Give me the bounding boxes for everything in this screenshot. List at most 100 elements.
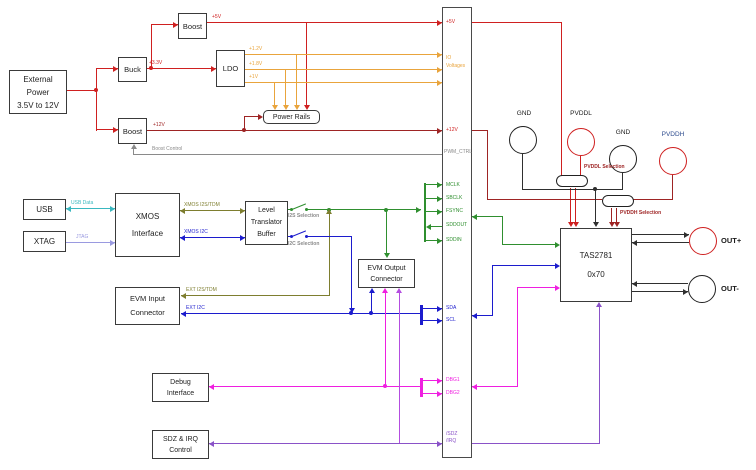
wire xyxy=(307,209,421,211)
wire xyxy=(329,212,331,296)
pvddh-selection-jumper[interactable] xyxy=(602,195,634,207)
arrow xyxy=(240,235,245,241)
pvddh-jack[interactable] xyxy=(659,147,687,175)
wire-switch-blade[interactable] xyxy=(291,230,307,238)
arrow xyxy=(294,105,300,110)
gnd-left-label: GND xyxy=(516,110,532,117)
arrow xyxy=(609,222,615,227)
out-positive-jack[interactable] xyxy=(689,227,717,255)
block-label: Interface xyxy=(166,389,195,397)
arrow xyxy=(66,206,71,212)
wire-label-1v2: +1.2V xyxy=(249,46,263,52)
wire-label-xmos-i2c: XMOS I2C xyxy=(184,229,208,235)
wire xyxy=(599,306,601,444)
wire-label-ext-i2c: EXT I2C xyxy=(186,305,205,311)
wire xyxy=(472,443,600,445)
wire-switch-blade[interactable] xyxy=(291,203,307,211)
label-line: I2S xyxy=(288,213,296,219)
block-label: XMOS xyxy=(135,212,160,221)
wire xyxy=(430,226,442,228)
block-evm-input-connector: EVM Input Connector xyxy=(115,287,180,325)
gnd-left-jack[interactable] xyxy=(509,126,537,154)
wire xyxy=(492,265,555,267)
arrow xyxy=(304,105,310,110)
wire xyxy=(422,393,442,395)
wire xyxy=(180,237,245,239)
block-usb: USB xyxy=(23,199,66,220)
wire xyxy=(472,315,493,317)
arrow xyxy=(437,318,442,324)
wire xyxy=(633,199,673,201)
arrow xyxy=(181,293,186,299)
wire xyxy=(181,295,330,297)
wire xyxy=(306,22,308,106)
wire xyxy=(209,443,442,445)
out-negative-jack[interactable] xyxy=(688,275,716,303)
wire xyxy=(522,154,524,190)
block-label: External xyxy=(23,74,53,84)
block-label: Power xyxy=(26,87,50,97)
pin-label-sda: SDA xyxy=(446,305,457,311)
wire xyxy=(425,198,442,200)
arrow xyxy=(437,52,442,58)
arrow xyxy=(131,144,137,149)
wire xyxy=(422,308,442,310)
pvddh-label: PVDDH xyxy=(661,131,685,138)
pin-label-pwm-ctrl: PWM_CTRL xyxy=(444,149,473,155)
wire xyxy=(244,116,259,118)
wire xyxy=(245,69,442,71)
wire xyxy=(622,173,624,190)
wire xyxy=(371,292,373,313)
arrow xyxy=(258,114,263,120)
arrow xyxy=(437,196,442,202)
arrow xyxy=(437,238,442,244)
pin-label-io: IO xyxy=(446,55,452,61)
wire xyxy=(66,242,115,244)
wire-label-ext-i2s: EXT I2S/TDM xyxy=(186,287,217,293)
block-label: LDO xyxy=(222,64,239,73)
wire xyxy=(181,313,421,315)
arrow xyxy=(472,313,477,319)
wire xyxy=(570,188,572,223)
arrow xyxy=(283,105,289,110)
arrow xyxy=(472,214,477,220)
arrow xyxy=(173,22,178,28)
pvddl-jack[interactable] xyxy=(567,128,595,156)
block-label: Boost xyxy=(122,126,143,136)
block-label: Translator xyxy=(250,219,283,226)
wire xyxy=(67,90,97,92)
pin-label-12v: +12V xyxy=(446,127,458,133)
arrow xyxy=(180,235,185,241)
arrow xyxy=(396,288,402,293)
block-xmos-interface: XMOS Interface xyxy=(115,193,180,257)
arrow xyxy=(369,288,375,293)
block-label: Boost xyxy=(182,21,203,31)
evm-connector-bar xyxy=(442,7,472,458)
wire-bus xyxy=(424,183,426,242)
arrow xyxy=(437,391,442,397)
block-label: XTAG xyxy=(33,237,56,246)
wire xyxy=(502,244,555,246)
wire xyxy=(147,68,216,70)
block-tas2781: TAS2781 0x70 xyxy=(560,228,632,302)
arrow xyxy=(437,182,442,188)
block-label: USB xyxy=(36,205,53,214)
gnd-right-jack[interactable] xyxy=(609,145,637,173)
arrow xyxy=(632,281,637,287)
wire xyxy=(351,236,353,309)
pvddl-selection-jumper[interactable] xyxy=(556,175,588,187)
wire xyxy=(151,24,178,26)
pin-label-sddout: SDDOUT xyxy=(446,222,468,228)
wire xyxy=(399,292,401,444)
wire-label-boost-control: Boost Control xyxy=(152,146,183,152)
arrow xyxy=(181,311,186,317)
pvddl-selection-label: PVDDL Selection xyxy=(584,164,625,170)
arrow xyxy=(110,206,115,212)
label-line: Selection xyxy=(296,213,320,219)
wire xyxy=(151,24,153,69)
pin-label-sddin: SDDIN xyxy=(446,237,462,243)
wire xyxy=(274,82,276,106)
block-label: TAS2781 xyxy=(579,251,613,260)
wire xyxy=(472,386,518,388)
wire xyxy=(147,130,442,132)
